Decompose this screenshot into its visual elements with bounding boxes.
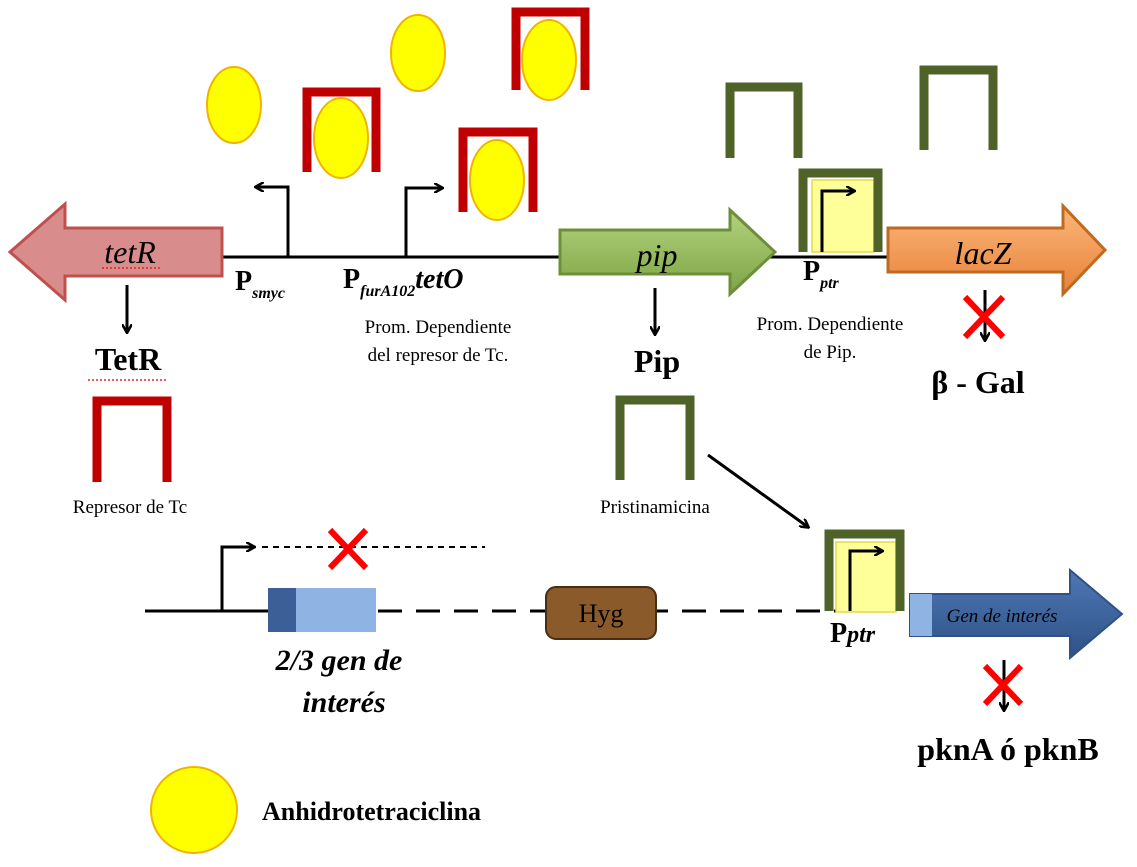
- pip-protein-shape: [919, 65, 998, 150]
- pip-gene-label: pip: [635, 237, 678, 273]
- pptr-bottom-label: Pptr: [830, 618, 876, 649]
- pkn-label: pknA ó pknB: [917, 731, 1098, 767]
- psmyc-label: Psmyc: [235, 266, 285, 302]
- pkn-blocked-cross: [982, 663, 1024, 707]
- anhidrotetraciclina-molecule: [206, 66, 262, 144]
- pfur-label: PfurA102tetO: [343, 264, 463, 300]
- partial-gene-label-line2: interés: [302, 686, 385, 719]
- tetR-gene-label: tetR: [104, 234, 156, 270]
- pip-protein-label: Pip: [634, 343, 680, 379]
- pip-binding-arrow: [707, 453, 808, 527]
- pptr-top-label: Pptr: [803, 256, 840, 292]
- legend-anhidro-label: Anhidrotetraciclina: [262, 797, 481, 826]
- pfur-desc-line1: Prom. Dependiente: [365, 317, 512, 338]
- pfur-promoter-arrow: [404, 188, 442, 257]
- lacZ-gene: lacZ: [886, 202, 1108, 298]
- represor-label: Represor de Tc: [73, 497, 187, 518]
- lacZ-gene-label: lacZ: [955, 235, 1013, 271]
- anhidrotetraciclina-molecule: [390, 14, 446, 92]
- pristinamicina-label: Pristinamicina: [600, 497, 710, 518]
- pip-pristinamicina-shape: [615, 395, 695, 480]
- bottom-promoter-arrow: [220, 547, 254, 611]
- partial-gene-label-line1: 2/3 gen de: [275, 644, 403, 677]
- transcript-blocked-cross: [327, 527, 369, 571]
- gen-interes-label: Gen de interés: [947, 606, 1058, 627]
- pptr-promoter-bottom: [824, 529, 905, 613]
- pptr-promoter-top: [798, 168, 883, 253]
- represor-tc-shape: [92, 396, 172, 482]
- partial-gene-block: [268, 588, 376, 632]
- hyg-cassette: Hyg: [545, 586, 657, 640]
- pfur-desc-line2: del represor de Tc.: [368, 345, 509, 366]
- pptr-desc-line1: Prom. Dependiente: [757, 314, 904, 335]
- tetR-ligand-complex: [458, 127, 538, 221]
- pptr-desc-line2: de Pip.: [804, 342, 857, 363]
- tetR-ligand-complex: [511, 7, 590, 101]
- pip-gene: pip: [558, 206, 778, 298]
- beta-gal-label: β - Gal: [931, 364, 1024, 400]
- tetR-protein-label: TetR: [95, 341, 162, 377]
- gen-interes-arrow: Gen de interés: [909, 567, 1124, 661]
- pip-protein-shape: [725, 82, 803, 158]
- tetR-gene: tetR: [7, 200, 224, 304]
- psmyc-promoter-arrow: [256, 187, 290, 257]
- legend-anhidro-symbol: [150, 766, 238, 854]
- lacZ-blocked-cross: [962, 294, 1006, 340]
- hyg-label: Hyg: [579, 599, 624, 628]
- tetR-ligand-complex: [302, 87, 381, 179]
